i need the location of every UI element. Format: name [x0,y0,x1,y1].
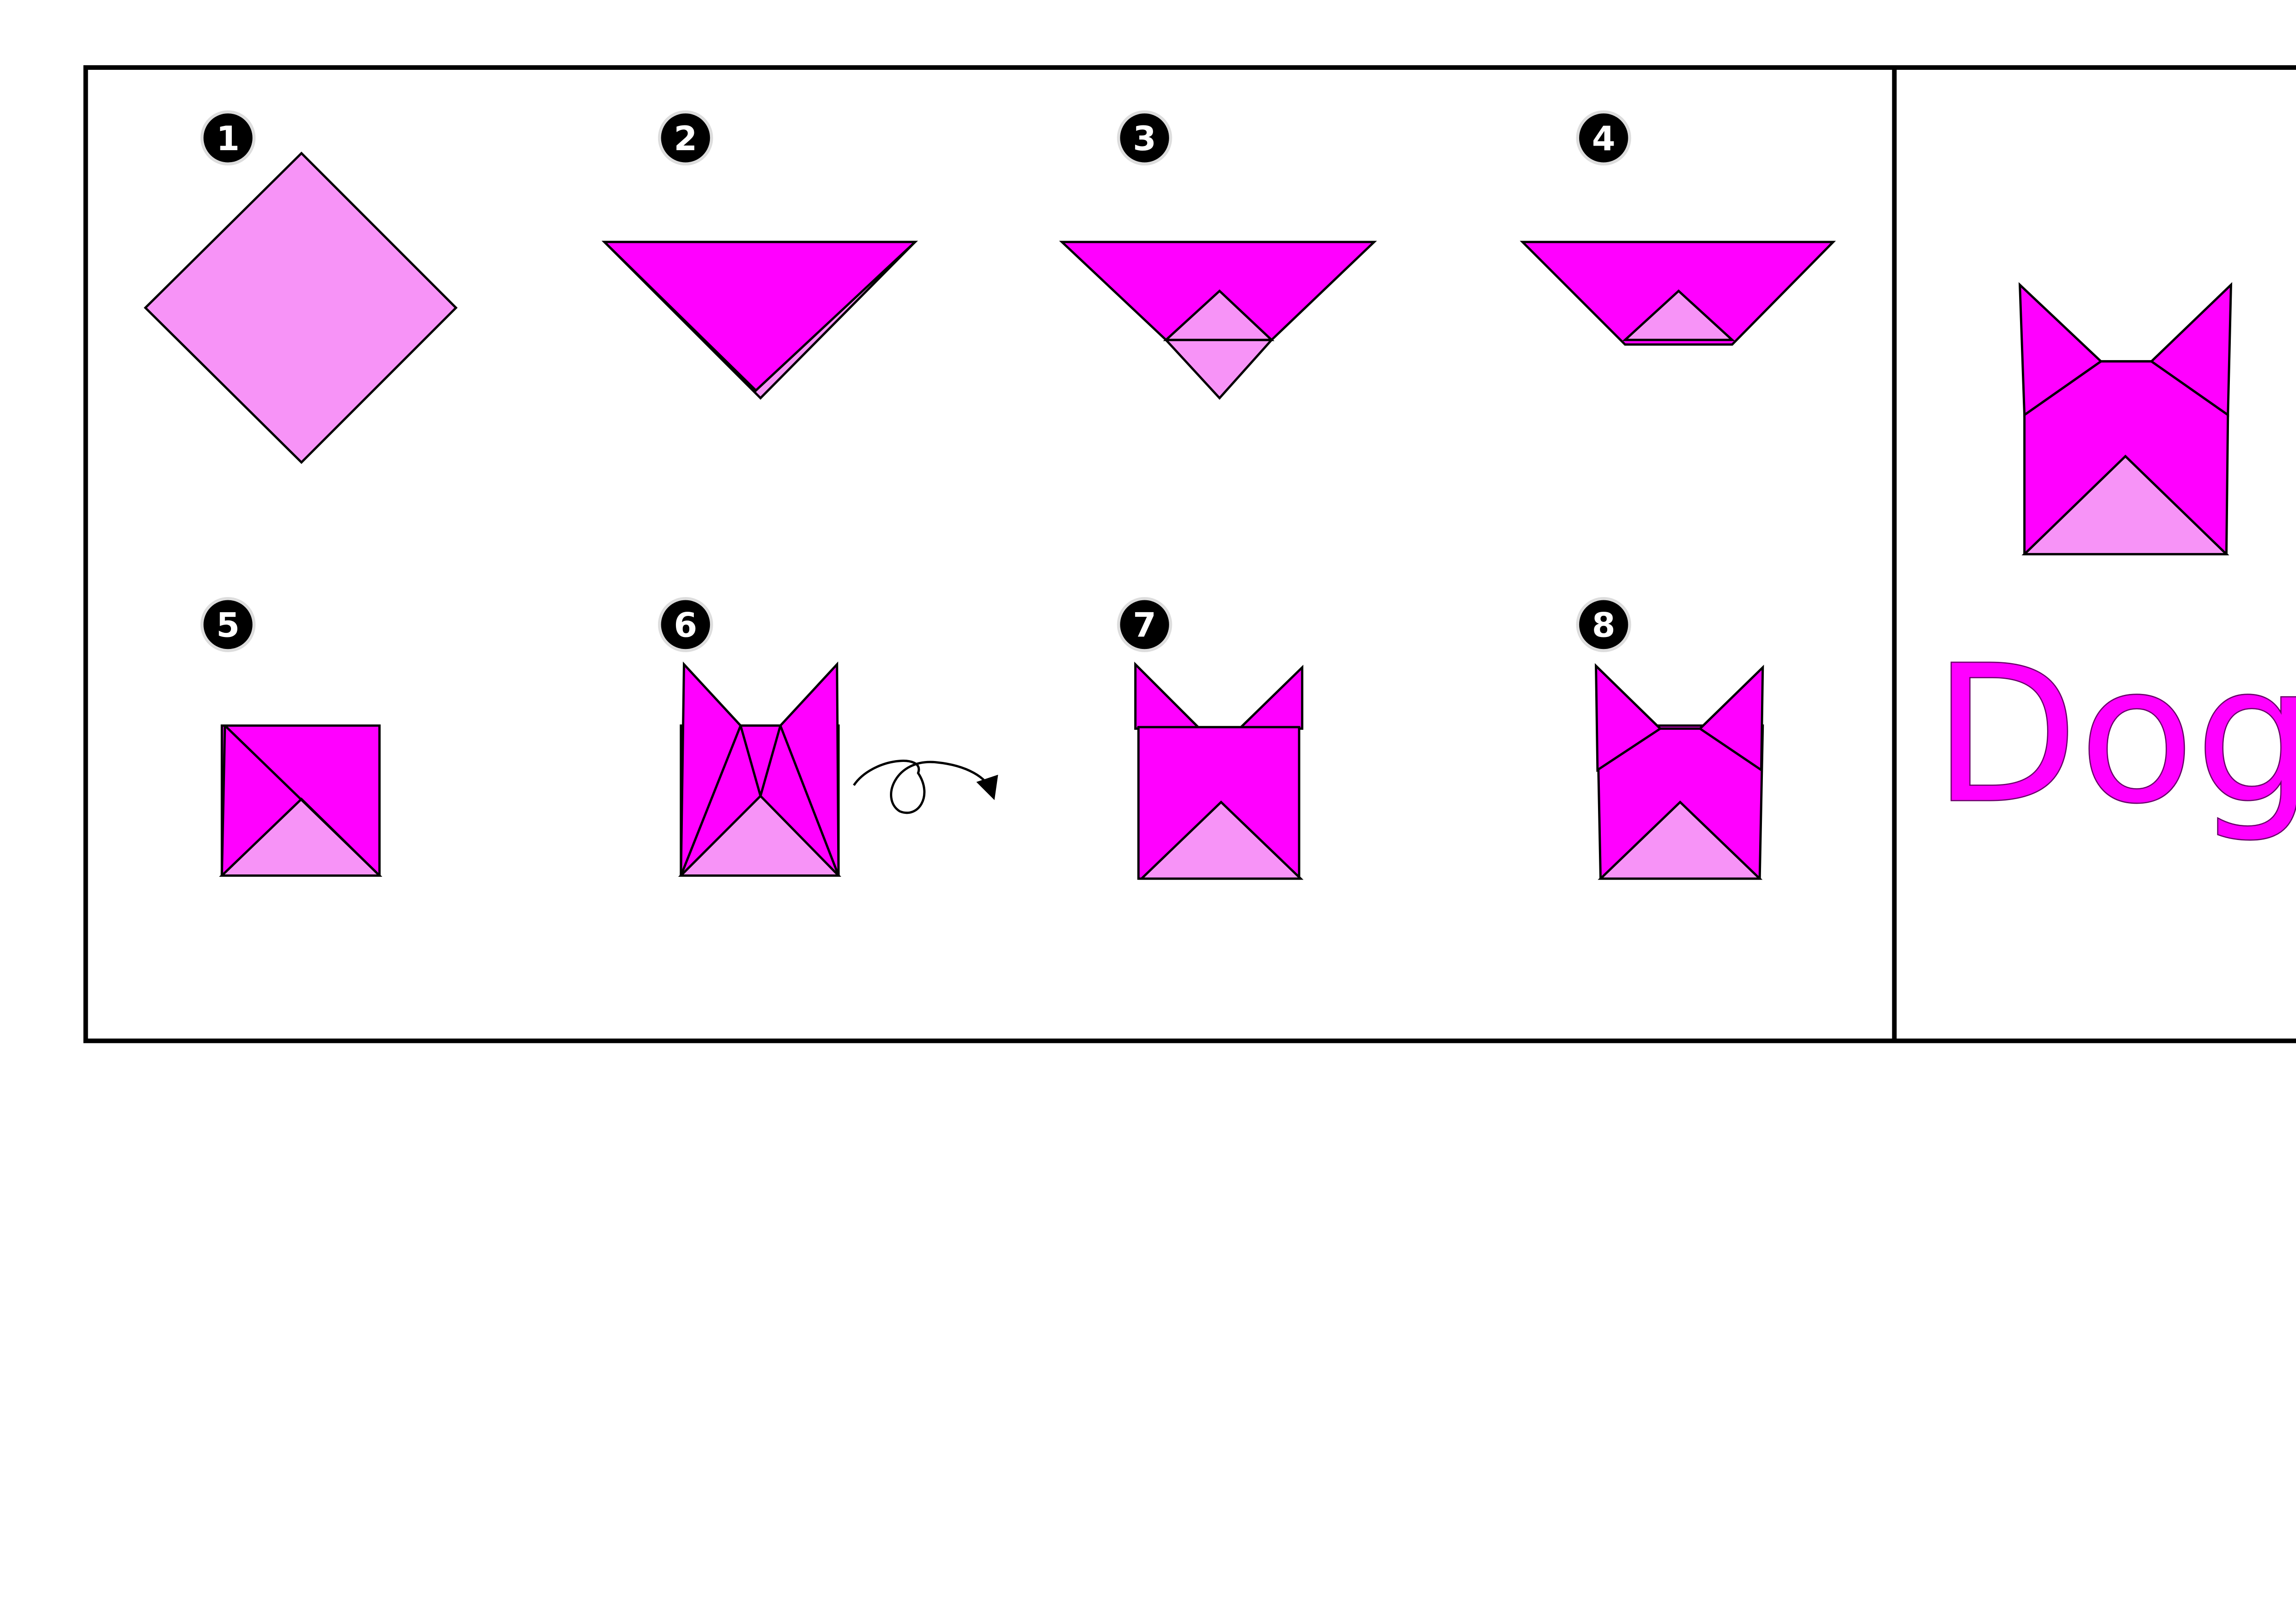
step-7-turned-over [1134,661,1304,880]
step-badge-5: 5 [200,597,256,652]
instructions-frame [83,65,2296,1043]
svg-text:5: 5 [216,606,240,645]
svg-text:4: 4 [1592,119,1615,158]
final-dog-figure [2018,282,2233,556]
step-badge-8: 8 [1576,597,1632,652]
step-4-trapezoid [1519,241,1836,346]
svg-text:6: 6 [674,606,697,645]
right-ear [1698,665,1764,772]
front-layer [602,241,918,392]
step-1-paper-diamond [144,152,458,464]
step-badge-1: 1 [200,110,256,166]
turn-over-arrow-icon [853,760,998,814]
paper-square [144,152,458,464]
svg-text:8: 8 [1592,606,1615,645]
step-8-ears-folded [1594,663,1764,880]
lower-tip [1163,338,1274,400]
fold-line-edge [220,725,226,876]
outer-border [83,65,2296,1043]
svg-text:2: 2 [674,119,697,158]
fold-line-left [224,725,377,874]
svg-text:1: 1 [216,119,240,158]
dog-right-ear [2150,282,2233,417]
step-badge-2: 2 [658,110,713,166]
dog-left-ear [2018,282,2103,417]
step-badge-7: 7 [1117,597,1172,652]
title-dog: Dog [1933,625,2296,846]
dog-muzzle [2021,454,2229,556]
muzzle-flap [1598,801,1763,880]
right-ear [779,661,840,876]
folded-flap [1163,289,1275,341]
left-ear [1594,663,1662,772]
muzzle-flap [1138,801,1304,880]
step-5-square [219,724,383,877]
step-3-fold-tip-up [1059,241,1377,400]
step-6-ears-up [678,661,842,877]
folded-flap [1622,289,1735,341]
right-ear [1236,665,1304,730]
left-ear [1134,661,1203,730]
step-badge-6: 6 [658,597,713,652]
svg-text:7: 7 [1133,606,1156,645]
step-badge-4: 4 [1576,110,1632,166]
step-2-folded-triangle [602,241,918,400]
head-top [739,724,782,801]
left-ear [680,661,742,876]
step-badge-3: 3 [1117,110,1172,166]
svg-text:3: 3 [1133,119,1156,158]
